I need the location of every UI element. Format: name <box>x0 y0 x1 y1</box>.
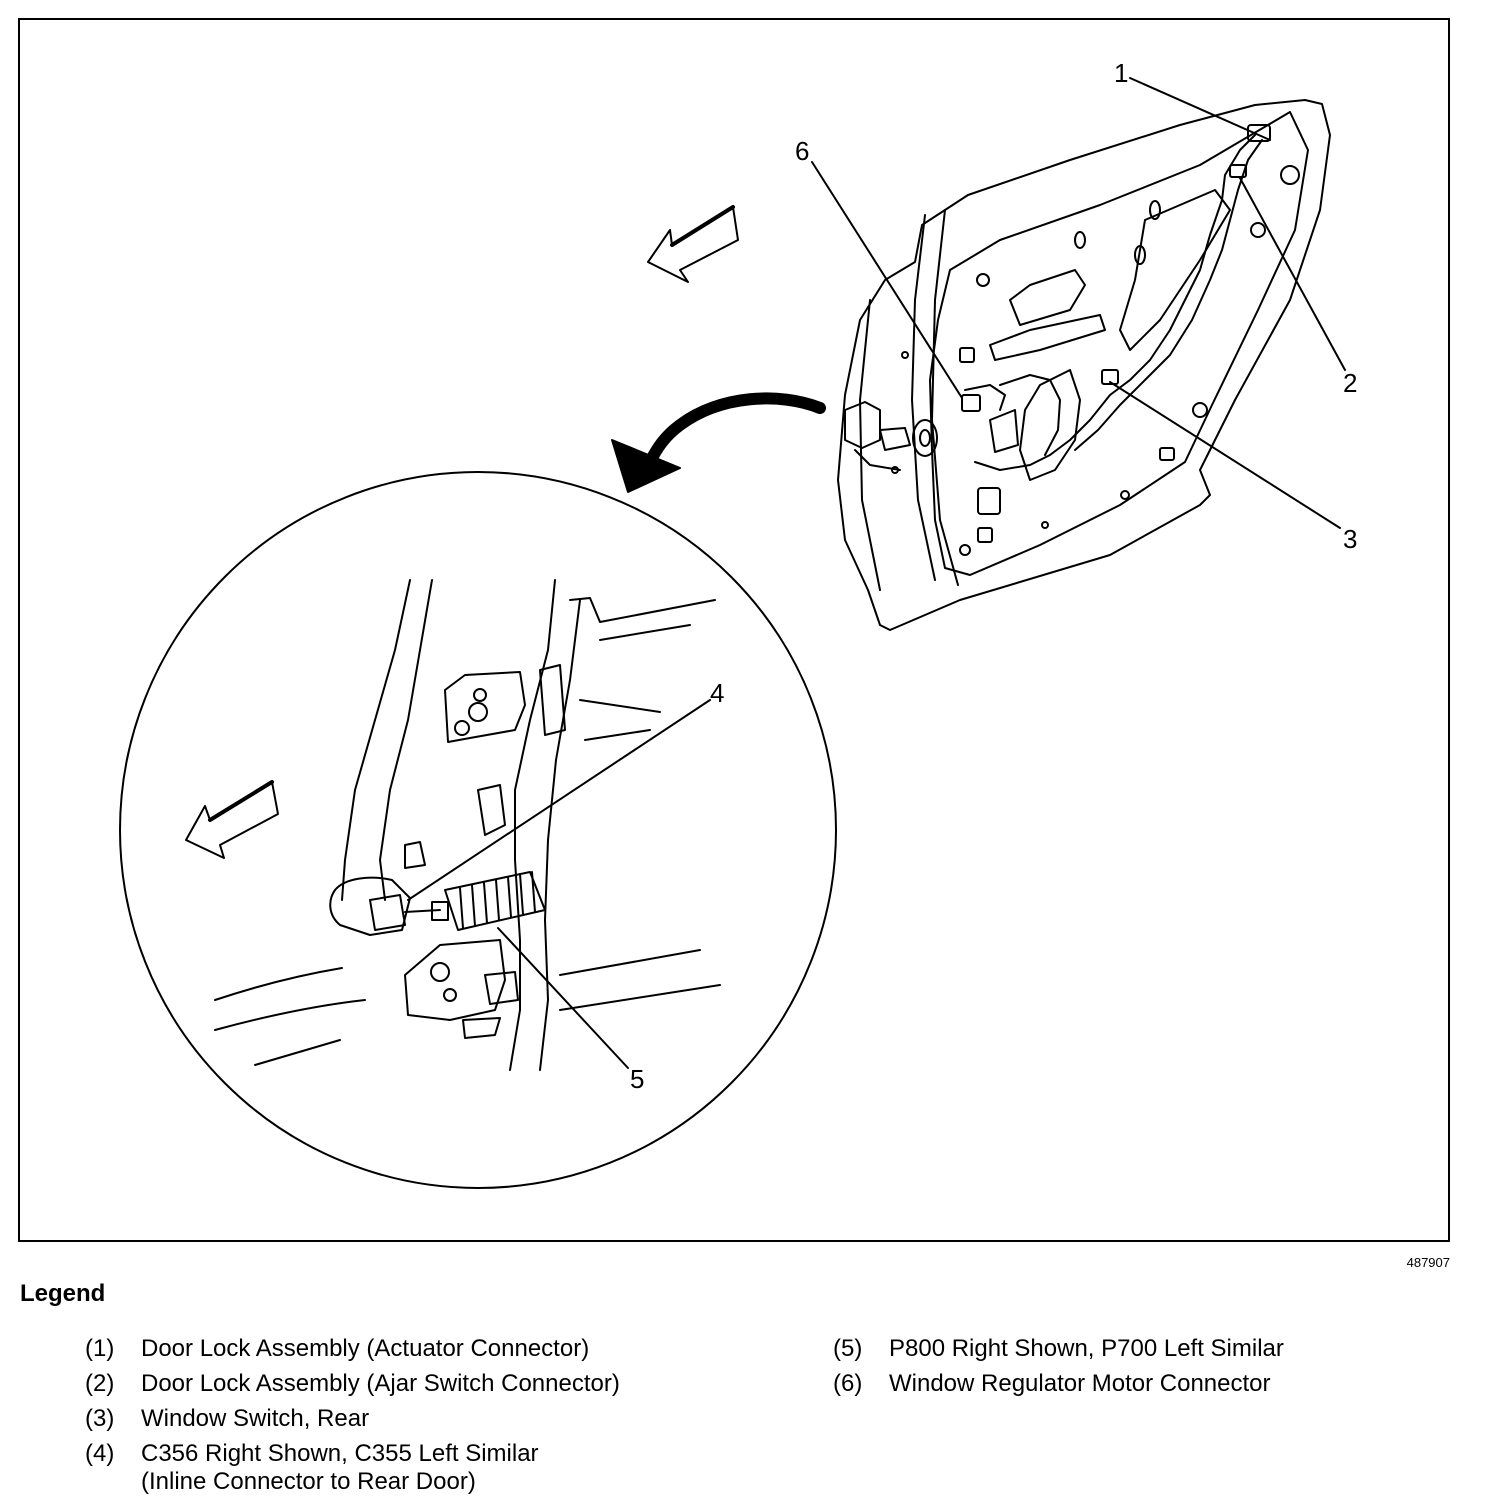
legend-item-number: (1) <box>85 1335 115 1362</box>
legend-item: (3) Window Switch, Rear <box>85 1401 620 1436</box>
legend-column-right: (5) P800 Right Shown, P700 Left Similar … <box>833 1331 1284 1401</box>
legend-item-number: (5) <box>833 1335 863 1362</box>
legend-item: (1) Door Lock Assembly (Actuator Connect… <box>85 1331 620 1366</box>
leader-line-4 <box>407 699 711 901</box>
legend-column-left: (1) Door Lock Assembly (Actuator Connect… <box>85 1331 620 1499</box>
door-wiring-illustration: 1 2 3 4 5 6 <box>119 58 1357 1189</box>
leader-line-6 <box>811 161 963 399</box>
legend-item: (6) Window Regulator Motor Connector <box>833 1366 1284 1401</box>
leader-line-5 <box>497 927 629 1069</box>
legend-item-text: Door Lock Assembly (Actuator Connector) <box>141 1335 590 1362</box>
figure-id: 487907 <box>1406 1255 1450 1270</box>
legend-item-text-continued: (Inline Connector to Rear Door) <box>141 1468 476 1495</box>
legend-title: Legend <box>20 1280 106 1307</box>
leader-line-3 <box>1109 381 1341 529</box>
legend-item-text: Window Regulator Motor Connector <box>889 1370 1271 1397</box>
legend-item-text: C356 Right Shown, C355 Left Similar <box>141 1440 539 1467</box>
callout-5: 5 <box>630 1064 644 1094</box>
callout-1: 1 <box>1114 58 1128 88</box>
hinge-area-illustration <box>214 579 721 1071</box>
forward-arrow-inset-icon <box>185 780 279 859</box>
legend-item-number: (2) <box>85 1370 115 1397</box>
detail-inset-circle <box>119 471 837 1189</box>
rear-door-illustration <box>837 99 1331 631</box>
legend-item-text: P800 Right Shown, P700 Left Similar <box>889 1335 1284 1362</box>
callout-2: 2 <box>1343 368 1357 398</box>
legend-item-number: (4) <box>85 1440 115 1467</box>
legend-item-text: Window Switch, Rear <box>141 1405 370 1432</box>
legend-item-number: (6) <box>833 1370 863 1397</box>
legend-item: (5) P800 Right Shown, P700 Left Similar <box>833 1331 1284 1366</box>
leader-line-2 <box>1239 177 1346 371</box>
callout-4: 4 <box>710 678 724 708</box>
legend-item: (2) Door Lock Assembly (Ajar Switch Conn… <box>85 1366 620 1401</box>
diagram-frame <box>18 18 1450 1242</box>
forward-arrow-top-icon <box>647 205 739 283</box>
leader-line-1 <box>1129 77 1271 141</box>
leader-lines <box>407 77 1346 1069</box>
legend-item: (4) C356 Right Shown, C355 Left Similar <box>85 1436 620 1471</box>
callout-3: 3 <box>1343 524 1357 554</box>
legend-item-text: Door Lock Assembly (Ajar Switch Connecto… <box>141 1370 620 1397</box>
detail-view-arrow-icon <box>611 392 826 493</box>
legend-item-number: (3) <box>85 1405 115 1432</box>
callout-6: 6 <box>795 136 809 166</box>
